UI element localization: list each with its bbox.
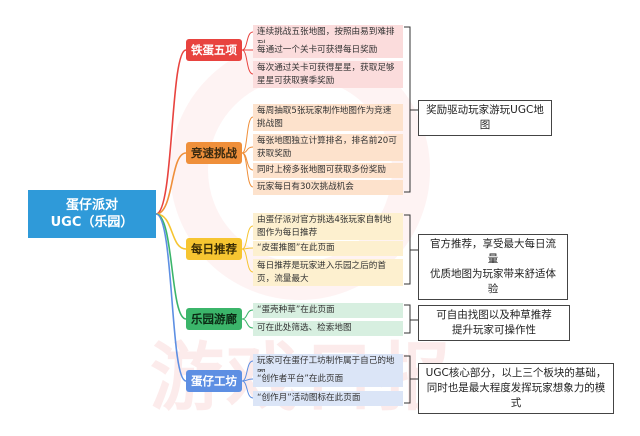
category-gallery: 乐园游廊 bbox=[186, 308, 242, 330]
note-line: 官方推荐，享受最大每日流量 bbox=[430, 238, 556, 265]
leaf-connector bbox=[241, 248, 254, 273]
leaf-workshop-3: “创作月”活动图标在此页面 bbox=[253, 391, 403, 406]
leaf-speed-2: 每张地图独立计算排名，排名前20可获取奖励 bbox=[253, 134, 403, 161]
leaf-connector bbox=[241, 31, 254, 51]
root-node: 蛋仔派对 UGC（乐园） bbox=[28, 190, 156, 238]
category-daily-recommend: 每日推荐 bbox=[186, 238, 242, 260]
leaf-connector bbox=[241, 49, 254, 75]
note-line: 可自由找图以及种草推荐 bbox=[436, 309, 552, 321]
leaf-connector bbox=[241, 146, 254, 154]
leaf-speed-1: 每周抽取5张玩家制作地图作为竞速挑战图 bbox=[253, 104, 403, 131]
leaf-speed-4: 玩家每日有30次挑战机会 bbox=[253, 180, 403, 195]
leaf-iron-2: 每通过一个关卡可获得每日奖励 bbox=[253, 43, 403, 58]
note-line: 优质地图为玩家带来舒适体验 bbox=[430, 268, 556, 295]
note-line: 提升玩家可操作性 bbox=[452, 324, 536, 336]
category-iron-egg: 铁蛋五项 bbox=[186, 39, 242, 61]
leaf-daily-2: “皮蛋推图”在此页面 bbox=[253, 241, 403, 256]
leaf-speed-3: 同时上榜多张地图可获取多份奖励 bbox=[253, 163, 403, 178]
note-line: 同时也是最大程度发挥玩家想象力的模式 bbox=[426, 382, 606, 409]
leaf-iron-3: 每次通过关卡可获得星星，获取足够星星可获取赛季奖励 bbox=[253, 61, 403, 88]
leaf-daily-1: 由蛋仔派对官方挑选4张玩家自制地图作为每日推荐 bbox=[253, 213, 403, 240]
leaf-connector bbox=[241, 380, 254, 399]
group-bracket bbox=[404, 355, 418, 404]
note-reward-driven: 奖励驱动玩家游玩UGC地图 bbox=[418, 100, 552, 136]
note-line: UGC核心部分，以上三个板块的基础， bbox=[425, 367, 607, 379]
branch-connector bbox=[155, 49, 187, 215]
note-line: 奖励驱动玩家游玩UGC地图 bbox=[426, 104, 544, 131]
leaf-gallery-1: “蛋壳种草”在此页面 bbox=[253, 303, 403, 318]
note-free-browse: 可自由找图以及种草推荐 提升玩家可操作性 bbox=[418, 305, 570, 341]
leaf-connector bbox=[241, 225, 254, 250]
note-ugc-core: UGC核心部分，以上三个板块的基础， 同时也是最大程度发挥玩家想象力的模式 bbox=[418, 363, 614, 414]
category-speed-challenge: 竞速挑战 bbox=[186, 142, 242, 164]
leaf-connector bbox=[241, 152, 254, 171]
branch-connector bbox=[155, 213, 187, 250]
leaf-connector bbox=[241, 360, 254, 382]
leaf-connector bbox=[241, 309, 254, 320]
leaf-daily-3: 每日推荐是玩家进入乐园之后的首页，流量最大 bbox=[253, 259, 403, 286]
leaf-workshop-2: “创作者平台”在此页面 bbox=[253, 372, 403, 387]
group-bracket bbox=[404, 214, 418, 285]
group-bracket bbox=[404, 304, 418, 334]
leaf-connector bbox=[241, 116, 254, 154]
branch-connector bbox=[155, 213, 187, 382]
branch-connector bbox=[155, 152, 187, 215]
root-subtitle: UGC（乐园） bbox=[50, 215, 134, 230]
note-official-recommend: 官方推荐，享受最大每日流量 优质地图为玩家带来舒适体验 bbox=[418, 234, 568, 300]
leaf-gallery-2: 可在此处筛选、检索地图 bbox=[253, 321, 403, 336]
category-workshop: 蛋仔工坊 bbox=[186, 370, 242, 392]
root-title: 蛋仔派对 bbox=[65, 198, 118, 213]
leaf-connector bbox=[241, 152, 254, 188]
leaf-connector bbox=[241, 318, 254, 329]
group-bracket bbox=[404, 26, 418, 193]
